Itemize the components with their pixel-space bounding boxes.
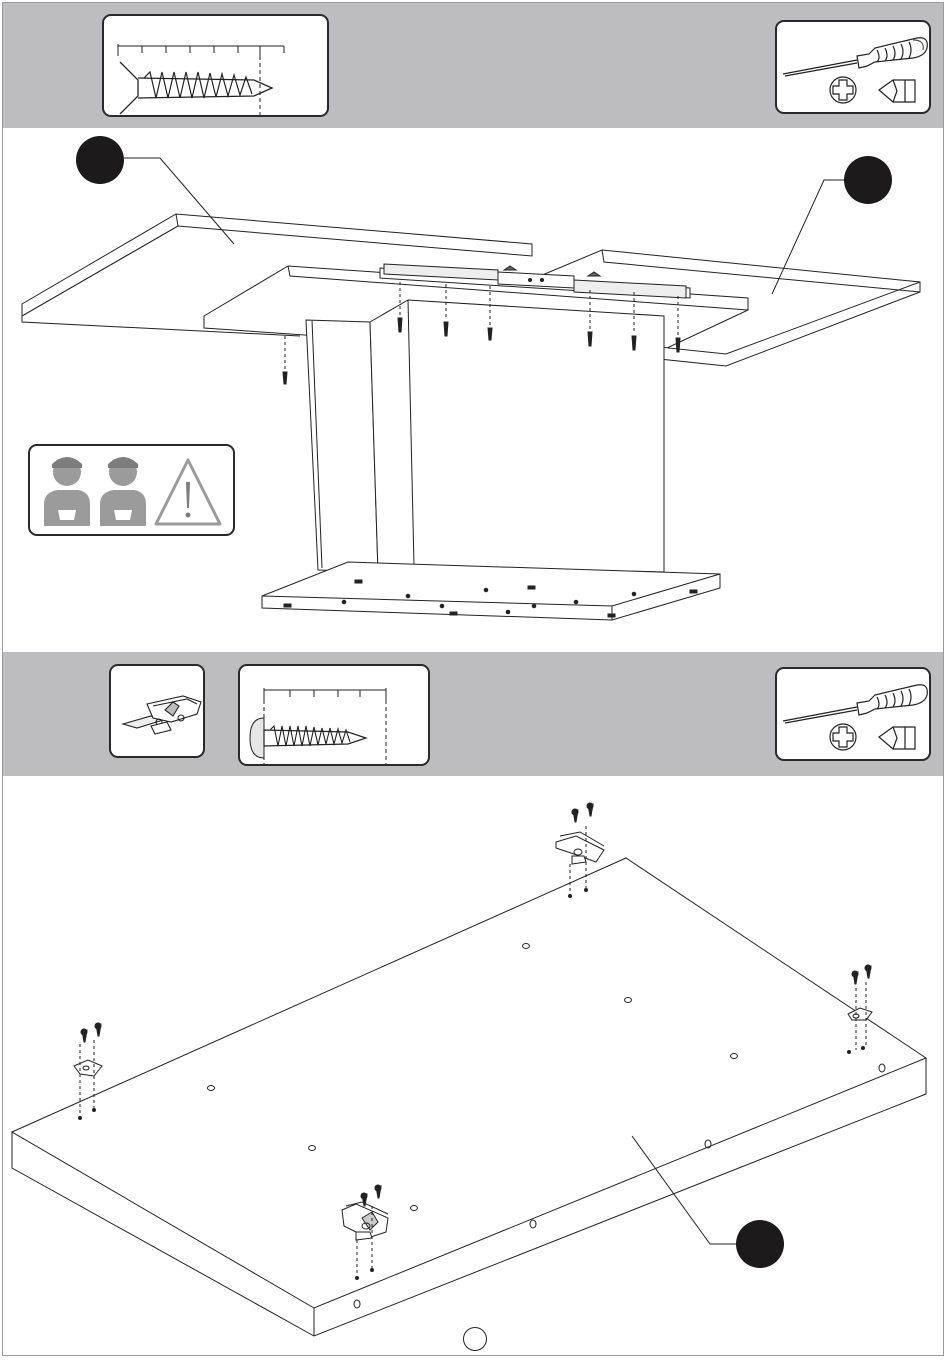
page-number bbox=[463, 1327, 487, 1351]
table-top-panel bbox=[12, 858, 926, 1336]
